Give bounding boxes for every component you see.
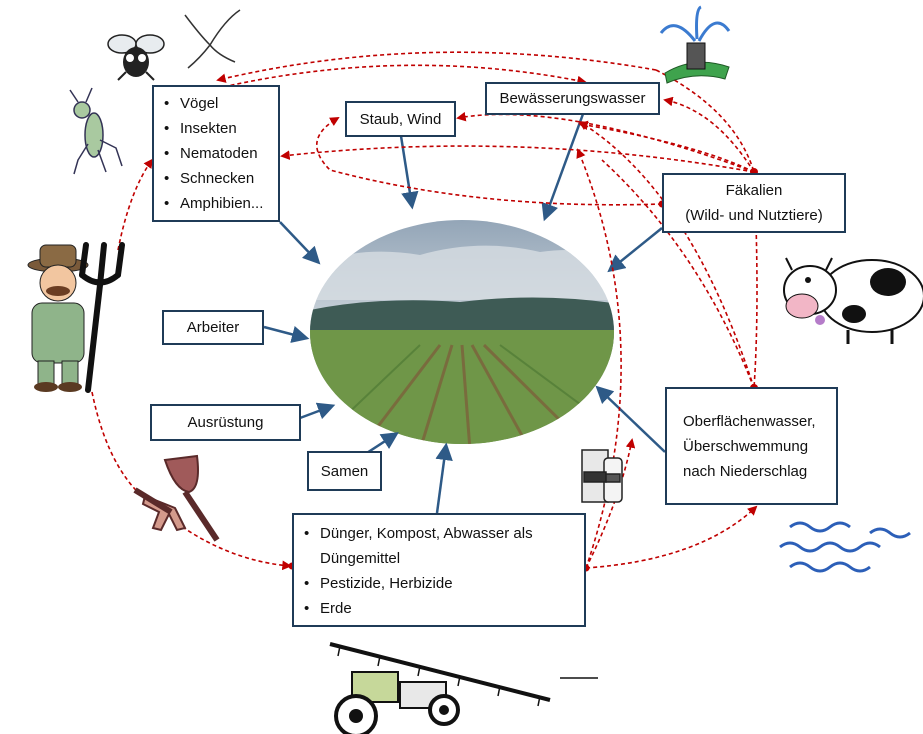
arrow-inputs	[435, 442, 453, 514]
tractor-sprayer-icon	[329, 642, 551, 734]
list-item: Nematoden	[164, 141, 270, 166]
grasshopper-icon	[69, 87, 123, 175]
sprinkler-icon	[659, 5, 731, 84]
arrow-surface-water	[595, 385, 666, 453]
arrow-wildlife	[279, 221, 321, 265]
seeds-label: Samen	[320, 462, 369, 480]
arrow-irrigation	[541, 113, 585, 222]
list-item: Dünger, Kompost, Abwasser als Düngemitte…	[304, 521, 576, 571]
dust-wind-box: Staub, Wind	[345, 101, 456, 137]
irrigation-water-box: Bewässerungswasser	[485, 82, 660, 115]
cow-icon	[783, 257, 923, 344]
irrigation-water-label: Bewässerungswasser	[499, 90, 646, 107]
list-item: Pestizide, Herbizide	[304, 571, 576, 596]
field-photo	[310, 220, 614, 444]
bird-icon	[184, 9, 241, 69]
pitchfork-icon	[79, 242, 125, 393]
inputs-list: Dünger, Kompost, Abwasser als Düngemitte…	[294, 515, 584, 621]
dust-wind-label: Staub, Wind	[359, 110, 442, 128]
feces-label: Fäkalien (Wild- und Nutztiere)	[685, 182, 823, 224]
list-item: Vögel	[164, 91, 270, 116]
list-item: Amphibien...	[164, 191, 270, 216]
list-item: Schnecken	[164, 166, 270, 191]
surface-water-label: Oberflächenwasser, Überschwemmung nach N…	[683, 412, 816, 480]
workers-box: Arbeiter	[162, 310, 264, 345]
farmer-icon	[27, 244, 89, 392]
equipment-box: Ausrüstung	[150, 404, 301, 441]
inputs-box: Dünger, Kompost, Abwasser als Düngemitte…	[292, 513, 586, 627]
arrow-workers	[263, 325, 310, 343]
fly-icon	[107, 34, 165, 81]
fertilizer-bags-icon	[581, 449, 623, 503]
list-item: Erde	[304, 596, 576, 621]
wildlife-box: Vögel Insekten Nematoden Schnecken Amphi…	[152, 85, 280, 222]
surface-water-box: Oberflächenwasser, Überschwemmung nach N…	[665, 387, 838, 505]
feces-box: Fäkalien (Wild- und Nutztiere)	[662, 173, 846, 233]
list-item: Insekten	[164, 116, 270, 141]
arrow-feces	[607, 227, 663, 273]
wildlife-list: Vögel Insekten Nematoden Schnecken Amphi…	[154, 87, 278, 216]
workers-label: Arbeiter	[186, 319, 240, 336]
garden-tools-icon	[133, 454, 220, 542]
seeds-box: Samen	[307, 451, 382, 491]
arrow-equipment	[299, 402, 336, 420]
equipment-label: Ausrüstung	[187, 414, 264, 431]
water-waves-icon	[779, 521, 911, 573]
solid-arrows	[263, 113, 666, 514]
